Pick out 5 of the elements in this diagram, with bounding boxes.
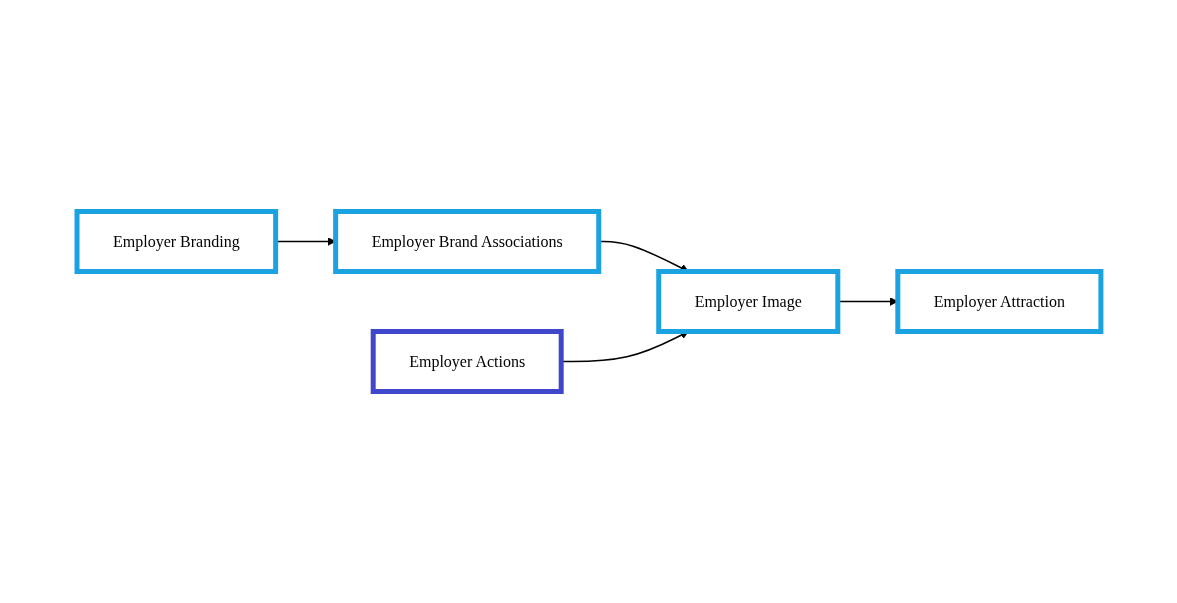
node-box: Employer Image (655, 269, 840, 334)
node-box: Employer Brand Associations (332, 209, 601, 274)
node-box: Employer Actions (370, 329, 564, 394)
node-box: Employer Branding (74, 209, 278, 274)
node-box: Employer Attraction (894, 269, 1103, 334)
